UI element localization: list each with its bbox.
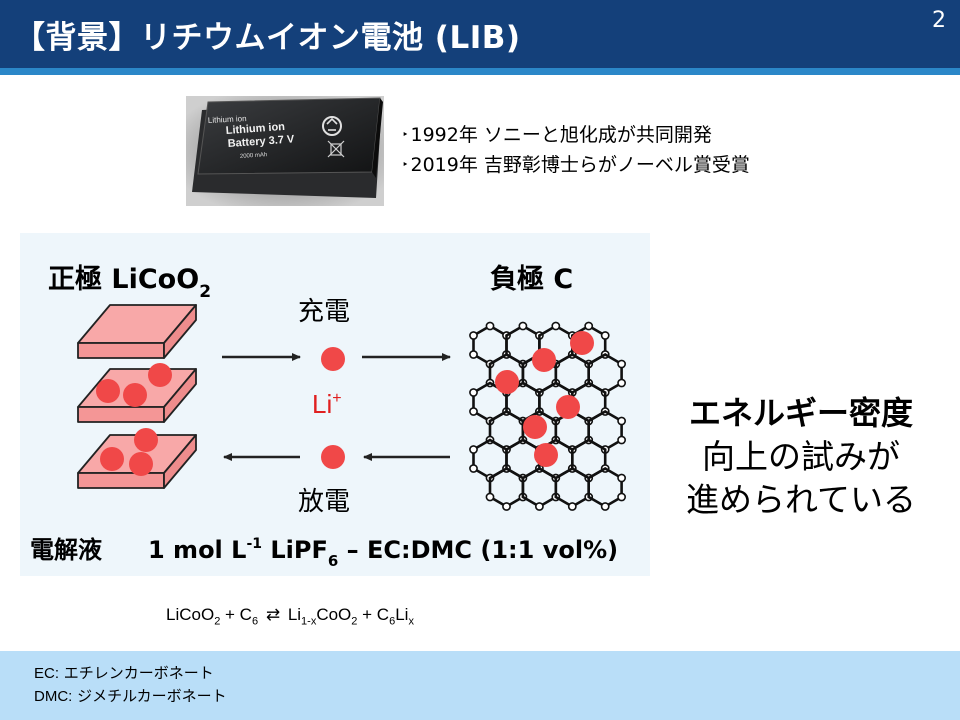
electrolyte-formula: 1 mol L-1 LiPF6 – EC:DMC (1:1 vol%) <box>148 536 618 570</box>
battery-photo: Lithium ion Lithium ion Battery 3.7 V 20… <box>186 96 384 206</box>
callout-line-1: エネルギー密度 <box>688 394 913 432</box>
eq-subscript: 6 <box>251 615 259 628</box>
anode-label: 負極 C <box>490 264 573 295</box>
anode-ions <box>495 331 594 467</box>
photo-label-line2: Lithium ion <box>225 121 285 137</box>
bullet-icon: ‣ <box>402 128 409 141</box>
lithium-ion <box>495 370 519 394</box>
carbon-ring <box>521 466 558 509</box>
eq-subscript: 6 <box>389 615 396 628</box>
battery-diagram-canvas: 正極 LiCoO2 負極 C 充電 放電 Li+ <box>30 264 626 570</box>
carbon-atom <box>584 321 594 331</box>
crossed-bin-icon <box>327 140 345 158</box>
carbon-atom <box>518 321 528 331</box>
discharge-label: 放電 <box>298 487 350 517</box>
carbon-ring <box>554 466 591 509</box>
reaction-equation: LiCoO2 + C6 ⇄ Li1-xCoO2 + C6Lix <box>166 605 414 627</box>
lithium-ion <box>532 348 556 372</box>
eq-term: + C <box>357 605 390 624</box>
eq-term: CoO <box>316 605 352 624</box>
carbon-ring <box>488 466 525 509</box>
fact-item: ‣1992年 ソニーと旭化成が共同開発 <box>402 120 750 150</box>
carbon-ring <box>587 466 623 509</box>
lithium-ion <box>556 395 580 419</box>
eq-subscript: 2 <box>351 615 358 628</box>
photo-label-line4: 2000 mAh <box>240 152 268 160</box>
page-number: 2 <box>932 8 946 33</box>
cathode-label: 正極 LiCoO2 <box>48 264 211 302</box>
glossary-definition: ジメチルカーボネート <box>72 687 227 705</box>
glossary-definition: エチレンカーボネート <box>59 664 214 682</box>
lithium-ion <box>148 363 172 387</box>
carbon-atom <box>600 331 610 340</box>
carbon-atom <box>469 445 478 454</box>
photo-label-line1: Lithium ion <box>208 114 247 125</box>
eq-subscript: 1-x <box>301 615 317 628</box>
battery-illustration: Lithium ion Lithium ion Battery 3.7 V 20… <box>186 96 384 206</box>
lithium-ion <box>100 447 124 471</box>
carbon-atom <box>485 492 495 502</box>
carbon-atom <box>469 464 478 473</box>
lithium-ion <box>129 452 153 476</box>
carbon-atom <box>485 321 495 331</box>
fact-list: ‣1992年 ソニーと旭化成が共同開発 ‣2019年 吉野彰博士らがノーベル賞受… <box>402 120 750 180</box>
carbon-atom <box>617 473 626 483</box>
carbon-atom <box>617 359 626 369</box>
eq-subscript: 2 <box>214 615 221 628</box>
glossary-item: DMC: ジメチルカーボネート <box>34 685 227 708</box>
electrolyte-label: 電解液 <box>30 536 102 564</box>
glossary-term: EC: <box>34 665 60 682</box>
carbon-atom <box>600 502 610 511</box>
carbon-atom <box>617 416 626 426</box>
carbon-atom <box>617 435 626 445</box>
carbon-atom <box>502 502 511 511</box>
eq-subscript: x <box>408 615 414 628</box>
glossary-item: EC: エチレンカーボネート <box>34 662 227 685</box>
eq-term: Li <box>395 605 409 624</box>
lithium-ion <box>96 379 120 403</box>
energy-density-callout: エネルギー密度 向上の試みが 進められている <box>662 392 940 521</box>
carbon-atom <box>567 502 577 511</box>
glossary: EC: エチレンカーボネート DMC: ジメチルカーボネート <box>34 662 227 708</box>
eq-term: Li <box>287 605 302 624</box>
lithium-ion-label: Li+ <box>312 389 342 419</box>
glossary-term: DMC: <box>34 688 73 705</box>
fact-text: 2019年 吉野彰博士らがノーベル賞受賞 <box>410 154 750 176</box>
carbon-atom <box>551 321 561 331</box>
battery-diagram: 正極 LiCoO2 負極 C 充電 放電 Li+ <box>20 233 650 576</box>
equilibrium-arrow-icon: ⇄ <box>265 605 281 625</box>
footer-band <box>0 651 960 720</box>
carbon-atom <box>617 378 626 388</box>
lithium-ion <box>534 443 558 467</box>
cathode-layer-top <box>77 304 197 359</box>
lithium-ion <box>134 428 158 452</box>
charge-label: 充電 <box>298 297 350 327</box>
recycle-icon <box>322 116 342 136</box>
callout-line-3: 進められている <box>685 480 916 519</box>
carbon-atom <box>469 388 478 397</box>
carbon-atom <box>617 492 626 502</box>
lithium-ion <box>123 383 147 407</box>
eq-term: LiCoO <box>166 605 215 624</box>
title-underline <box>0 68 960 75</box>
carbon-atom <box>469 407 478 416</box>
photo-label-line3: Battery 3.7 V <box>227 133 295 150</box>
lithium-ion <box>570 331 594 355</box>
lithium-ion <box>523 415 547 439</box>
title-bar: 【背景】リチウムイオン電池 (LIB) 2 <box>0 0 960 68</box>
fact-item: ‣2019年 吉野彰博士らがノーベル賞受賞 <box>402 150 750 180</box>
carbon-atom <box>469 350 478 359</box>
cathode-ions <box>96 363 172 476</box>
bullet-icon: ‣ <box>402 158 409 171</box>
migrating-ion-charge <box>321 347 345 371</box>
fact-text: 1992年 ソニーと旭化成が共同開発 <box>410 124 712 146</box>
carbon-atom <box>469 331 478 340</box>
eq-term: + C <box>220 605 252 624</box>
callout-line-2: 向上の試みが <box>702 437 900 476</box>
carbon-atom <box>535 502 544 511</box>
migrating-ion-discharge <box>321 445 345 469</box>
slide-title: 【背景】リチウムイオン電池 (LIB) <box>14 20 521 56</box>
